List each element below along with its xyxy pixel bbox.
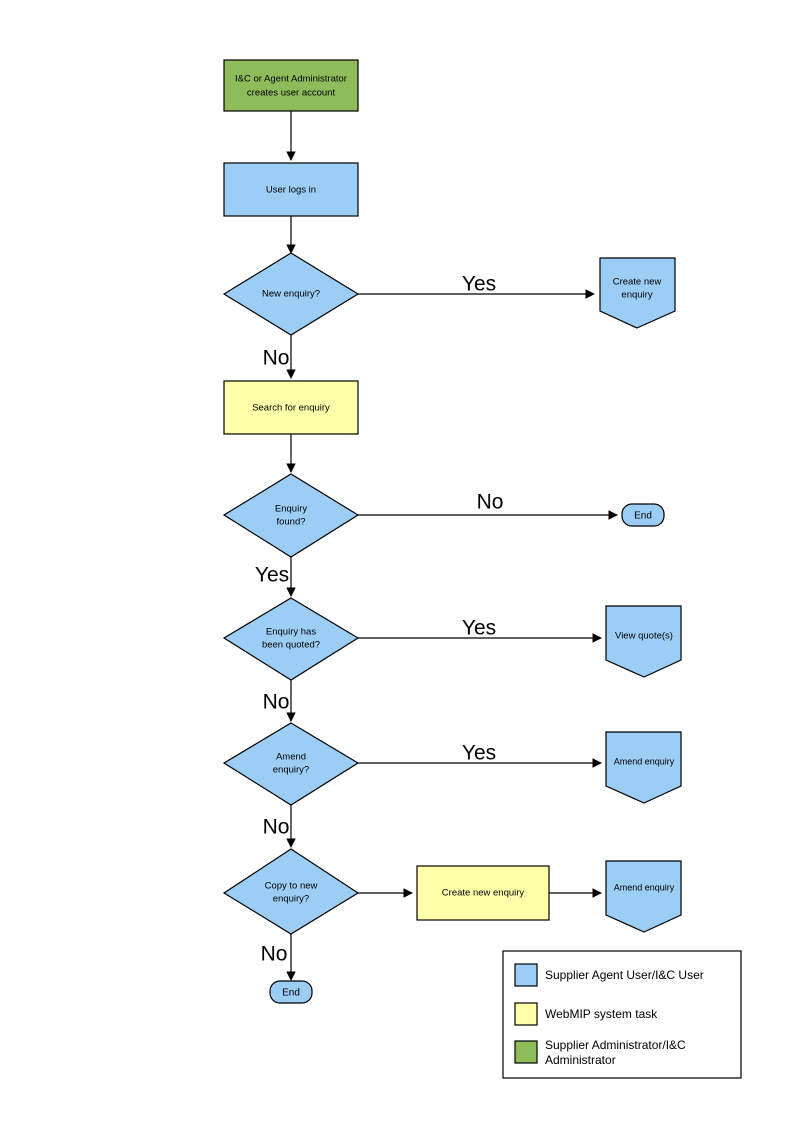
legend-swatch-user [514, 963, 538, 987]
create-new-enquiry-doc-label-2: enquiry [621, 290, 652, 301]
node-user-logs-in[interactable]: User logs in [223, 162, 359, 217]
end-top-label: End [634, 511, 652, 522]
node-new-enquiry-decision[interactable]: New enquiry? [222, 252, 360, 336]
amend-enquiry-decision-label-1: Amend [276, 752, 306, 763]
node-end-top[interactable]: End [621, 503, 665, 527]
enquiry-quoted-label-1: Enquiry has [266, 627, 316, 638]
node-amend-enquiry-doc-2[interactable]: Amend enquiry [605, 860, 682, 933]
node-create-new-enquiry-doc[interactable]: Create new enquiry [599, 257, 676, 329]
edge-label-copy-no: No [261, 943, 288, 966]
node-view-quotes[interactable]: View quote(s) [605, 605, 682, 678]
legend-border [502, 950, 742, 1079]
view-quotes-label: View quote(s) [615, 631, 673, 642]
amend-enquiry-decision-label-2: enquiry? [273, 765, 309, 776]
node-amend-enquiry-doc-1[interactable]: Amend enquiry [605, 731, 682, 804]
node-copy-to-new-decision[interactable]: Copy to new enquiry? [222, 848, 360, 935]
create-account-label-2: creates user account [247, 88, 336, 99]
enquiry-found-label-1: Enquiry [275, 504, 307, 515]
edge-label-quoted-no: No [263, 691, 290, 714]
enquiry-quoted-label-2: been quoted? [262, 640, 320, 651]
node-enquiry-quoted-decision[interactable]: Enquiry has been quoted? [222, 597, 360, 681]
new-enquiry-decision-label: New enquiry? [262, 289, 320, 300]
node-search-for-enquiry[interactable]: Search for enquiry [223, 380, 359, 435]
node-create-new-enquiry-task[interactable]: Create new enquiry [416, 865, 550, 921]
node-enquiry-found-decision[interactable]: Enquiry found? [222, 473, 360, 558]
legend-label-system: WebMIP system task [545, 1007, 658, 1021]
legend-swatch-admin [514, 1040, 538, 1064]
edge-label-enquiry-found-yes: Yes [255, 564, 289, 587]
edge-label-quoted-yes: Yes [462, 617, 496, 640]
create-account-label-1: I&C or Agent Administrator [235, 74, 347, 85]
amend-enquiry-doc-1-label: Amend enquiry [614, 756, 675, 766]
edge-label-amend-yes: Yes [462, 742, 496, 765]
user-logs-in-label: User logs in [266, 185, 316, 196]
legend: Supplier Agent User/I&C User WebMIP syst… [502, 950, 742, 1079]
search-for-enquiry-label: Search for enquiry [252, 403, 330, 414]
legend-label-user: Supplier Agent User/I&C User [545, 968, 704, 982]
amend-enquiry-doc-2-label: Amend enquiry [614, 882, 675, 892]
edges [286, 111, 618, 981]
end-bottom-label: End [282, 988, 300, 999]
edge-labels: Yes No No Yes Yes No Yes No No [255, 273, 504, 966]
legend-label-admin-2: Administrator [545, 1053, 616, 1067]
edge-label-amend-no: No [263, 816, 290, 839]
enquiry-found-label-2: found? [276, 517, 305, 528]
copy-to-new-label-1: Copy to new [265, 881, 318, 892]
legend-label-admin-1: Supplier Administrator/I&C [545, 1038, 686, 1052]
create-new-enquiry-doc-label-1: Create new [613, 277, 662, 288]
node-create-account[interactable]: I&C or Agent Administrator creates user … [223, 59, 359, 112]
edge-label-new-enquiry-yes: Yes [462, 273, 496, 296]
legend-swatch-system [514, 1002, 538, 1026]
copy-to-new-label-2: enquiry? [273, 894, 309, 905]
node-end-bottom[interactable]: End [269, 980, 313, 1004]
edge-label-enquiry-found-no: No [477, 491, 504, 514]
edge-label-new-enquiry-no: No [263, 347, 290, 370]
create-new-enquiry-task-label: Create new enquiry [442, 888, 525, 899]
node-amend-enquiry-decision[interactable]: Amend enquiry? [222, 722, 360, 806]
